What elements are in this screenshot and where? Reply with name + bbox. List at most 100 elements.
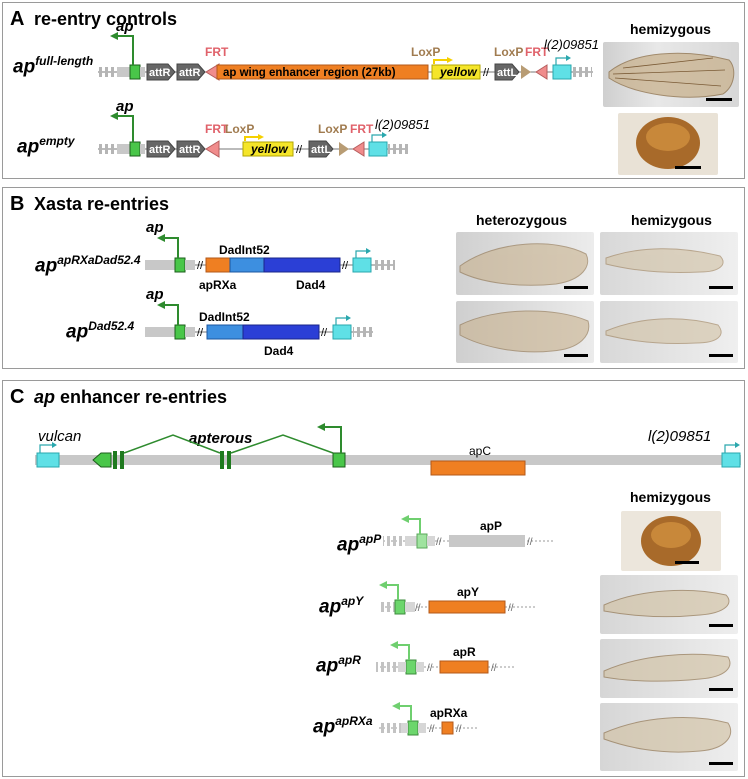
svg-text:apRXa: apRXa: [199, 278, 237, 292]
dad4-box: [242, 324, 320, 340]
wing-photo-hemi-2: [600, 301, 738, 363]
svg-text:apterous: apterous: [189, 430, 252, 447]
ap-arrow-icon: [165, 304, 179, 325]
notum-photo-empty: [618, 113, 718, 175]
svg-text:l(2)09851: l(2)09851: [648, 428, 711, 445]
svg-text://: //: [415, 603, 421, 614]
yellow-marker-box: [242, 141, 294, 157]
svg-text:attR: attR: [179, 144, 200, 156]
svg-text:apY: apY: [457, 585, 479, 599]
svg-text://: //: [321, 327, 328, 339]
wing-photo-apy: [600, 575, 738, 634]
svg-text:ap wing enhancer region (27kb): ap wing enhancer region (27kb): [223, 67, 396, 79]
l2-09851-exon: [552, 64, 572, 80]
svg-text:FRT: FRT: [205, 122, 229, 136]
ap-exon: [220, 451, 224, 469]
attr-site: [176, 63, 206, 81]
ap-label: ap: [116, 18, 134, 35]
l2-09851-exon: [721, 452, 741, 468]
wing-photo-full-length: [603, 42, 739, 107]
ap-arrow-icon: [387, 584, 399, 600]
dadint52-box: [229, 257, 265, 273]
ap-arrow-icon: [165, 237, 179, 258]
vulcan-exon: [36, 452, 60, 468]
panel-c-header-hemizygous: hemizygous: [630, 489, 711, 505]
ap-exon: [120, 451, 124, 469]
app-box: [449, 535, 525, 547]
l2-09851-exon: [352, 257, 372, 273]
svg-text://: //: [296, 144, 303, 156]
svg-text:LoxP: LoxP: [494, 45, 523, 59]
svg-text://: //: [197, 327, 204, 339]
scale-bar: [675, 561, 699, 564]
svg-text://: //: [483, 67, 490, 79]
loxp-site: [521, 65, 531, 79]
svg-text:yellow: yellow: [439, 65, 477, 79]
allele-ap-apy: apapY: [319, 594, 364, 618]
svg-text:Dad4: Dad4: [296, 278, 326, 292]
l2-09851-exon: [368, 141, 388, 157]
svg-text://: //: [527, 537, 533, 548]
scale-bar: [709, 354, 733, 357]
enhancer-constructs-c: // apP // // apY // // apR //: [376, 515, 555, 736]
panel-b-header-heterozygous: heterozygous: [476, 212, 568, 228]
scale-bar: [709, 624, 733, 627]
allele-ap-full-length: apfull-length: [13, 54, 94, 78]
svg-text://: //: [491, 663, 497, 674]
svg-text:FRT: FRT: [525, 45, 549, 59]
ap-wing-enhancer-box: [216, 64, 429, 80]
wing-photo-het-1: [456, 232, 594, 295]
svg-text:attR: attR: [179, 67, 200, 79]
svg-text:DadInt52: DadInt52: [199, 310, 250, 324]
ap-exon: [332, 452, 346, 468]
panel-b: B Xasta re-entries heterozygous hemizygo…: [2, 187, 745, 369]
l2-09851-exon: [332, 324, 352, 340]
svg-text:yellow: yellow: [250, 142, 288, 156]
ap-exon: [174, 324, 186, 340]
ap-exon: [129, 141, 141, 157]
locus-diagram-c: vulcan apterous apC l(2)09851: [35, 423, 741, 476]
scale-bar: [706, 98, 732, 101]
panel-b-title: Xasta re-entries: [34, 194, 170, 214]
construct-diagram-b: ap // apRXa DadInt52 Dad4 // ap // DadIn…: [145, 219, 395, 358]
svg-text:apR: apR: [453, 645, 476, 659]
dadint52-box: [206, 324, 244, 340]
svg-text://: //: [427, 663, 433, 674]
allele-ap-apr: apapR: [316, 653, 361, 677]
frt-site: [205, 140, 220, 158]
ap-exon: [394, 599, 406, 615]
allele-ap-aprxa: apapRXa: [313, 714, 373, 738]
svg-text://: //: [436, 537, 442, 548]
apy-box: [428, 600, 506, 614]
panel-c-letter: C: [10, 386, 25, 408]
scale-bar: [709, 286, 733, 289]
svg-text:attL: attL: [311, 144, 331, 156]
wing-photo-hemi-1: [600, 232, 738, 295]
wing-photo-het-2: [456, 301, 594, 363]
dad4-box: [263, 257, 341, 273]
ap-exon: [174, 257, 186, 273]
panel-c: C ap enhancer re-entries hemizygous vulc…: [2, 380, 745, 777]
attr-site: [146, 63, 176, 81]
allele-ap-app: apapP: [337, 532, 382, 556]
ap-arrow-icon: [398, 644, 410, 660]
svg-text:ap: ap: [146, 286, 164, 303]
scale-bar: [709, 762, 733, 765]
panel-c-title: enhancer re-entries: [60, 387, 228, 407]
ap-exon: [416, 533, 428, 549]
allele-ap-dad52-4: apDad52.4: [66, 319, 135, 343]
svg-text:DadInt52: DadInt52: [219, 243, 270, 257]
svg-text:ap: ap: [116, 98, 134, 115]
frt-site: [535, 64, 548, 80]
svg-text:LoxP: LoxP: [411, 45, 440, 59]
ap-arrow-icon: [118, 35, 134, 65]
ap-arrow-icon: [118, 115, 134, 142]
ap-exon: [405, 659, 417, 675]
scale-bar: [564, 354, 588, 357]
svg-text:vulcan: vulcan: [38, 428, 81, 445]
ap-exon: [113, 451, 117, 469]
svg-text:attR: attR: [149, 144, 170, 156]
allele-ap-empty: apempty: [17, 134, 75, 158]
svg-text:Dad4: Dad4: [264, 344, 294, 358]
panel-b-header-hemizygous: hemizygous: [631, 212, 712, 228]
